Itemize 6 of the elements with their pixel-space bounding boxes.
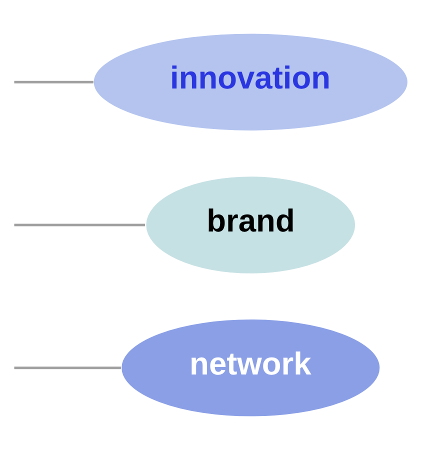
node-ellipse: innovation: [92, 32, 409, 132]
connector: [14, 80, 94, 83]
node-ellipse: network: [120, 318, 381, 417]
connector: [14, 366, 121, 369]
connector: [14, 223, 145, 226]
node-ellipse: brand: [144, 174, 356, 274]
